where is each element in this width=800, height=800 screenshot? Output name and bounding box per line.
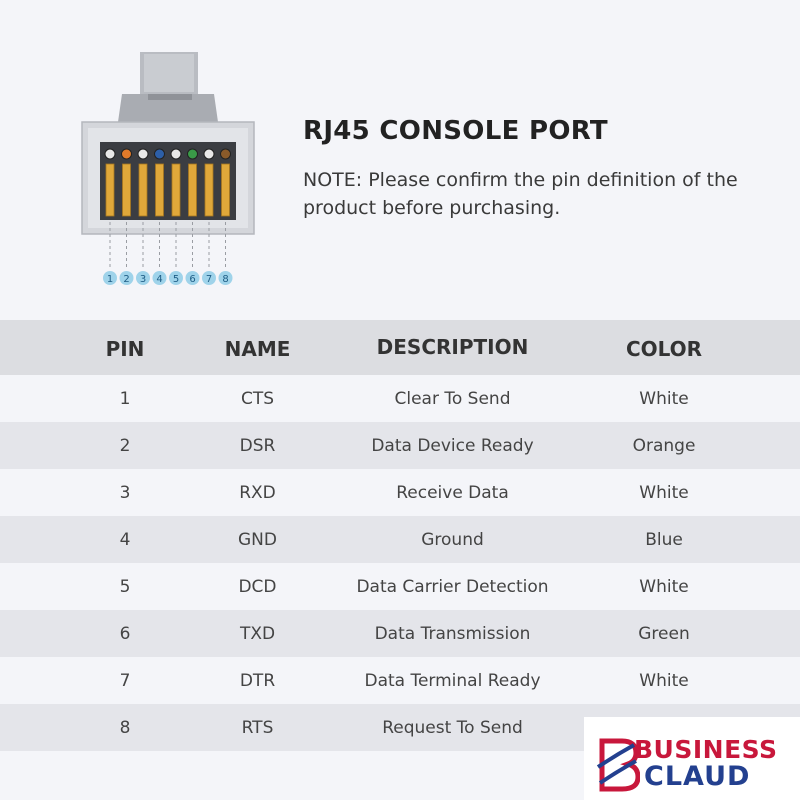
wire-dot (104, 148, 116, 160)
pin-badge-number: 7 (206, 274, 212, 285)
table-row: 5 DCD Data Carrier Detection White (0, 563, 800, 610)
cell-description: Data Device Ready (371, 436, 534, 456)
table-header-row: PIN NAME DESCRIPTION COLOR (0, 320, 800, 375)
cell-description: Ground (421, 530, 484, 550)
cell-pin: 4 (119, 530, 131, 550)
pin-badge-number: 8 (222, 274, 228, 285)
header-pin: PIN (105, 337, 145, 361)
gold-pin (155, 163, 164, 217)
table-row: 7 DTR Data Terminal Ready White (0, 657, 800, 704)
pin-badge (136, 271, 150, 285)
cell-pin: 1 (119, 389, 131, 409)
gold-pin (204, 163, 214, 217)
pin-badge (103, 271, 117, 285)
wire-dot (170, 148, 182, 160)
cell-color: White (639, 671, 689, 691)
page-title: RJ45 CONSOLE PORT (303, 116, 608, 146)
note-text: Please confirm the pin definition of the… (303, 169, 738, 219)
cell-description: Request To Send (382, 718, 523, 738)
cell-color: White (639, 577, 689, 597)
pin-badge-number: 1 (107, 274, 113, 285)
cell-description: Data Transmission (374, 624, 531, 644)
wire-dot (154, 148, 165, 160)
pin-badge (185, 271, 200, 285)
pin-badge (202, 271, 216, 285)
wire-color-dots (104, 148, 231, 160)
cell-description: Receive Data (396, 483, 509, 503)
cell-name: RTS (241, 718, 274, 738)
pin-badge-number: 3 (140, 274, 146, 285)
header-color: COLOR (625, 337, 703, 361)
b-logo-icon (596, 738, 640, 792)
pin-leader-lines (109, 222, 226, 268)
table-body: 1 CTS Clear To Send White 2 DSR Data Dev… (0, 375, 800, 751)
cell-description: Data Carrier Detection (356, 577, 549, 597)
gold-pin (122, 163, 131, 217)
wire-dot (121, 148, 132, 160)
pin-badge (119, 271, 134, 285)
table-row: 4 GND Ground Blue (0, 516, 800, 563)
table-row: 6 TXD Data Transmission Green (0, 610, 800, 657)
business-claud-logo: BUSINESS CLAUD (584, 717, 800, 800)
cell-name: TXD (239, 624, 276, 644)
cell-color: White (639, 389, 689, 409)
pin-badge (218, 271, 233, 285)
cell-pin: 2 (119, 436, 131, 456)
table-row: 3 RXD Receive Data White (0, 469, 800, 516)
gold-pin (138, 163, 148, 217)
purchase-note: NOTE: Please confirm the pin definition … (303, 166, 743, 222)
logo-text-claud: CLAUD (644, 761, 751, 792)
cell-color: Blue (645, 530, 683, 550)
wire-dot (203, 148, 215, 160)
pin-badge-number: 5 (173, 274, 179, 285)
wire-dot (220, 148, 231, 160)
cell-pin: 5 (119, 577, 131, 597)
cell-name: CTS (240, 389, 275, 409)
cell-name: DSR (239, 436, 276, 456)
note-label: NOTE: (303, 169, 363, 191)
table-row: 1 CTS Clear To Send White (0, 375, 800, 422)
cell-description: Clear To Send (394, 389, 511, 409)
cell-pin: 6 (119, 624, 131, 644)
cell-color: Orange (632, 436, 696, 456)
wire-dot (137, 148, 149, 160)
cell-color: Green (638, 624, 690, 644)
cell-pin: 3 (119, 483, 131, 503)
gold-contact-pins (105, 163, 230, 217)
gold-pin (221, 163, 230, 217)
wire-dot (187, 148, 198, 160)
header-description: DESCRIPTION (376, 335, 529, 359)
logo-text-business: BUSINESS (634, 735, 778, 764)
cell-pin: 7 (119, 671, 131, 691)
gold-pin (105, 163, 115, 217)
latch-base (118, 94, 218, 122)
cell-name: RXD (239, 483, 276, 503)
pin-badge-number: 2 (123, 274, 129, 285)
cell-pin: 8 (119, 718, 131, 738)
pin-badge-number: 4 (156, 274, 162, 285)
pin-badge (152, 271, 167, 285)
cell-name: DCD (238, 577, 277, 597)
table-row: 2 DSR Data Device Ready Orange (0, 422, 800, 469)
contact-housing (100, 142, 236, 220)
cell-name: DTR (239, 671, 276, 691)
cell-description: Data Terminal Ready (364, 671, 541, 691)
pin-badge-number: 6 (189, 274, 195, 285)
cell-color: White (639, 483, 689, 503)
gold-pin (171, 163, 181, 217)
pin-badge (169, 271, 183, 285)
gold-pin (188, 163, 197, 217)
header-name: NAME (224, 337, 291, 361)
cell-name: GND (238, 530, 277, 550)
pin-definition-table: PIN NAME DESCRIPTION COLOR 1 CTS Clear T… (0, 320, 800, 751)
